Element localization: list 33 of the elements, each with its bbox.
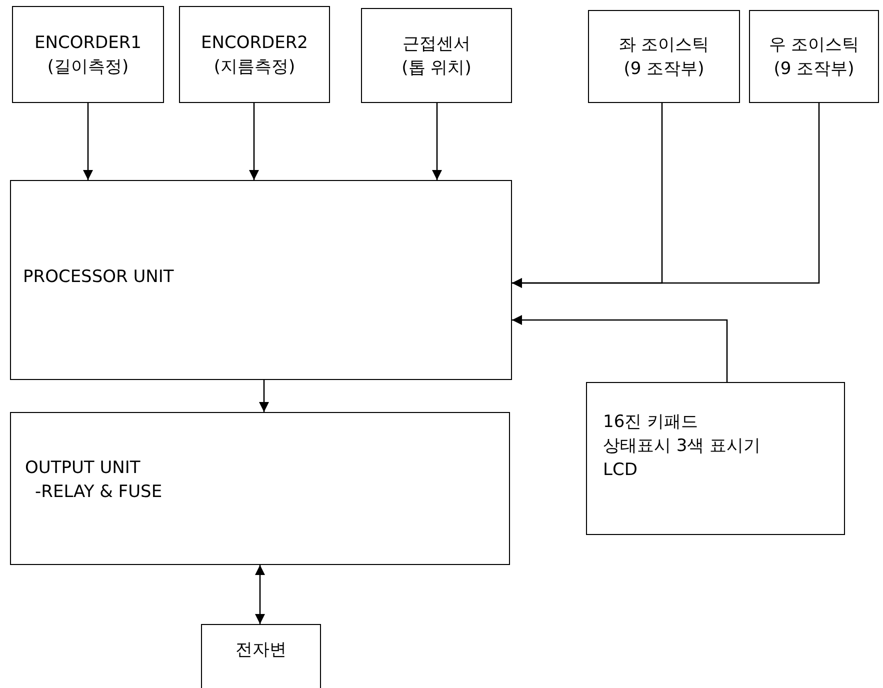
joystick-box bbox=[749, 10, 879, 103]
box-text: (지름측정) bbox=[214, 56, 296, 78]
arrow bbox=[512, 103, 820, 288]
box-text: LCD bbox=[603, 458, 638, 482]
arrow bbox=[432, 103, 442, 180]
processor-box bbox=[10, 180, 512, 380]
arrow bbox=[249, 103, 259, 180]
box-title: 전자변 bbox=[236, 639, 286, 662]
box-title: ENCORDER2 bbox=[201, 32, 308, 54]
valve-box bbox=[201, 624, 321, 688]
box-text: 상태표시 3색 표시기 bbox=[603, 434, 761, 458]
box-title: 좌 조이스틱 bbox=[618, 34, 710, 56]
box-text: (9 조작부) bbox=[624, 58, 704, 80]
arrow bbox=[255, 565, 265, 624]
arrow bbox=[259, 380, 269, 412]
box-title: 근접센서 bbox=[402, 32, 470, 56]
box-title: 16진 키패드 bbox=[603, 410, 698, 434]
interface-box bbox=[586, 382, 845, 535]
box-text: (길이측정) bbox=[47, 56, 129, 78]
arrow bbox=[83, 103, 93, 180]
box-text: (9 조작부) bbox=[774, 58, 854, 80]
box-title: OUTPUT UNIT bbox=[25, 456, 140, 480]
arrow bbox=[512, 315, 728, 382]
box-title: 우 조이스틱 bbox=[768, 34, 860, 56]
sensor-box bbox=[12, 6, 164, 103]
box-title: PROCESSOR UNIT bbox=[23, 266, 174, 289]
box-title: ENCORDER1 bbox=[34, 32, 142, 54]
sensor-box bbox=[179, 6, 330, 103]
output-box bbox=[10, 412, 510, 565]
joystick-box bbox=[588, 10, 740, 103]
box-text: -RELAY & FUSE bbox=[35, 480, 162, 504]
box-text: (톱 위치) bbox=[402, 56, 472, 80]
sensor-box bbox=[361, 8, 512, 103]
